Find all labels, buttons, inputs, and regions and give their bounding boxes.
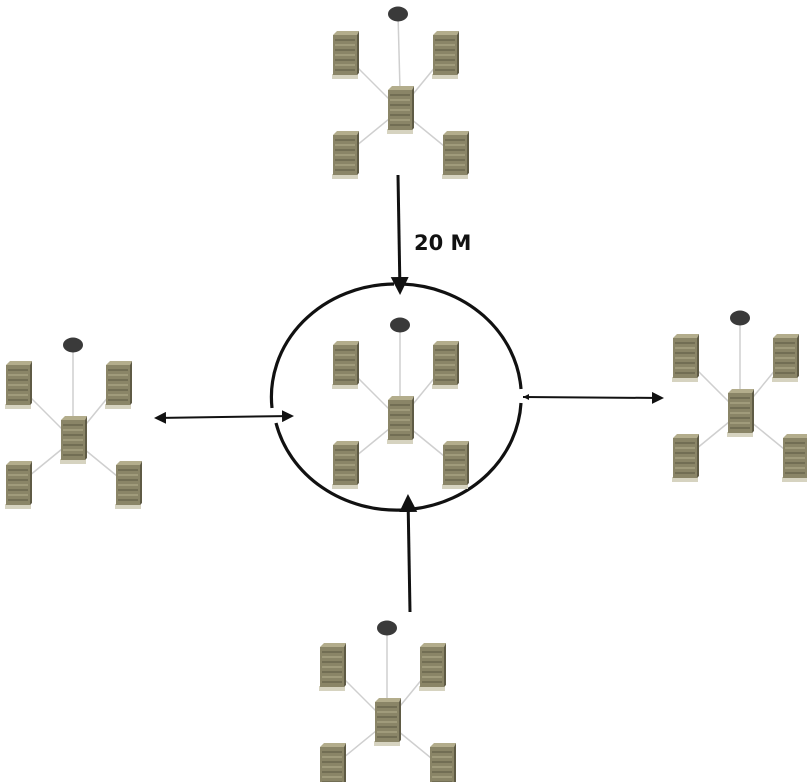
stem-link bbox=[397, 13, 401, 91]
server-tower-icon bbox=[387, 86, 414, 134]
server-tower-icon bbox=[332, 131, 359, 179]
link-right-arrow-back bbox=[523, 394, 529, 400]
server-tower-icon bbox=[374, 698, 401, 746]
server-tower-icon bbox=[319, 643, 346, 691]
access-point-node-icon bbox=[390, 317, 410, 333]
cluster-right bbox=[672, 310, 807, 482]
server-tower-icon bbox=[772, 334, 799, 382]
server-tower-icon bbox=[442, 441, 469, 489]
cluster-center bbox=[332, 317, 469, 489]
server-tower-icon bbox=[332, 31, 359, 79]
link-right bbox=[522, 391, 664, 404]
server-tower-icon bbox=[332, 341, 359, 389]
server-tower-icon bbox=[387, 396, 414, 444]
cluster-top bbox=[332, 6, 469, 179]
server-tower-icon bbox=[5, 461, 32, 509]
server-tower-icon bbox=[332, 441, 359, 489]
access-point-node-icon bbox=[377, 620, 397, 636]
range-circle bbox=[269, 282, 523, 512]
cluster-left bbox=[5, 337, 142, 509]
server-tower-icon bbox=[115, 461, 142, 509]
server-tower-icon bbox=[105, 361, 132, 409]
server-tower-icon bbox=[672, 434, 699, 482]
server-tower-icon bbox=[727, 389, 754, 437]
server-tower-icon bbox=[419, 643, 446, 691]
link-left bbox=[154, 410, 294, 424]
server-tower-icon bbox=[432, 31, 459, 79]
server-tower-icon bbox=[672, 334, 699, 382]
link-top bbox=[390, 174, 409, 295]
server-tower-icon bbox=[782, 434, 807, 482]
cluster-bottom bbox=[319, 620, 456, 782]
server-tower-icon bbox=[442, 131, 469, 179]
server-tower-icon bbox=[5, 361, 32, 409]
server-tower-icon bbox=[60, 416, 87, 464]
distance-label: 20 M bbox=[414, 231, 471, 255]
link-bottom bbox=[399, 494, 418, 613]
clusters bbox=[5, 6, 807, 782]
server-tower-icon bbox=[320, 743, 346, 782]
server-tower-icon bbox=[432, 341, 459, 389]
access-point-node-icon bbox=[63, 337, 83, 353]
server-tower-icon bbox=[430, 743, 456, 782]
access-point-node-icon bbox=[388, 6, 408, 22]
access-point-node-icon bbox=[730, 310, 750, 326]
